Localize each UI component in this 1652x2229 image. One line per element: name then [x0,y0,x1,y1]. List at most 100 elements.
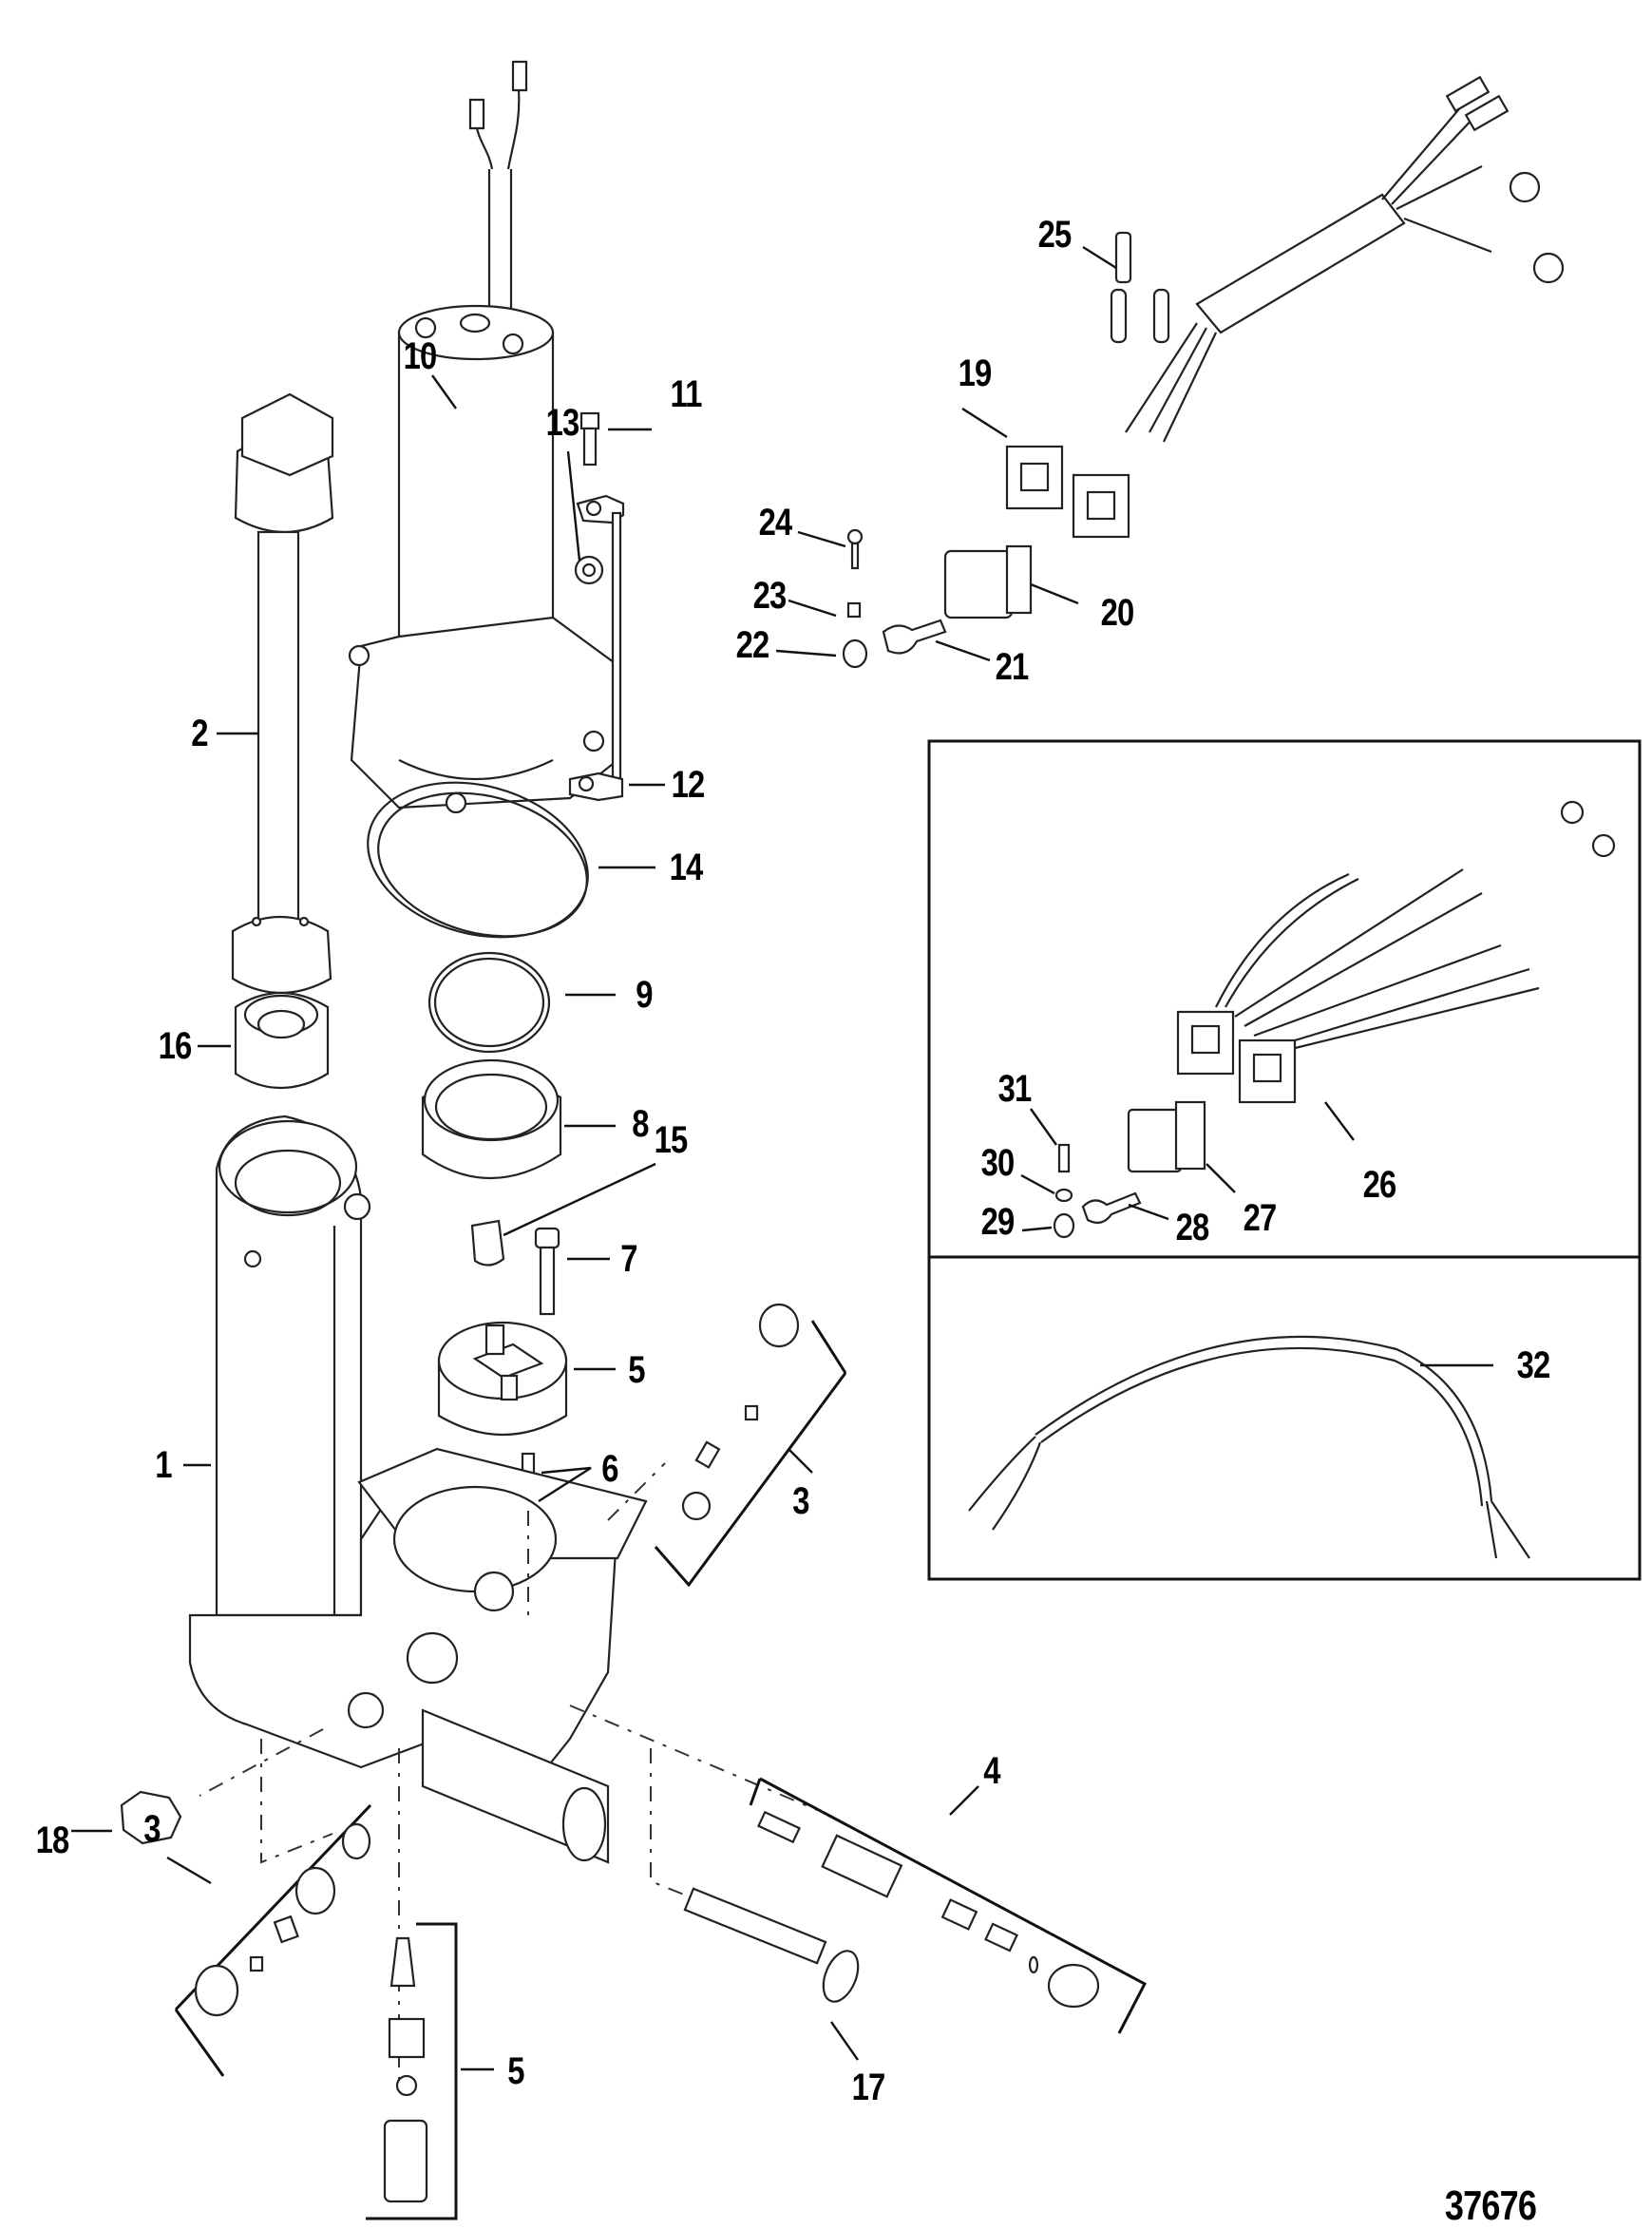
callout-11: 10 [400,337,441,375]
callout-30: 29 [978,1203,1018,1241]
leader-lines [71,245,1493,2071]
valve-kit-3-right [654,1303,847,1588]
callout-7-text: 6 [601,1448,618,1490]
callout-2: 2 [189,714,209,753]
grommet-24 [846,601,862,619]
callout-27: 26 [1359,1166,1400,1204]
ground-strap-13 [568,494,625,802]
callout-16-text: 15 [654,1119,689,1161]
callout-21-text: 20 [1100,592,1135,634]
callout-11-text: 10 [403,335,438,377]
callout-10: 9 [634,976,654,1014]
filter-9 [421,1058,562,1179]
callout-5-text: 5 [507,2050,524,2092]
callout-19: 18 [32,1821,73,1859]
callout-29: 28 [1172,1209,1213,1247]
screw-32 [1057,1143,1071,1173]
callout-26: 25 [1035,216,1075,254]
kit-box-top [927,739,1642,1259]
callout-14-text: 13 [545,402,580,444]
callout-3-right-text: 3 [792,1480,809,1522]
kit-box-bottom [927,1255,1642,1581]
screw-12 [579,411,600,467]
callout-20-text: 19 [958,352,993,394]
callout-27-text: 26 [1362,1164,1397,1206]
piston-rod [231,392,334,994]
callout-25-text: 24 [758,502,793,543]
callout-24-text: 23 [752,575,788,617]
piston-seal-17 [234,992,330,1089]
callout-33: 32 [1513,1346,1554,1384]
callout-28-text: 27 [1243,1197,1278,1239]
callout-15: 14 [666,848,707,886]
callout-14: 13 [542,404,583,442]
wire-harness-20 [1005,75,1565,539]
bracket-29 [1081,1191,1142,1225]
callout-32: 31 [995,1070,1035,1108]
valve-kit-5 [366,1922,458,2220]
callout-8-text: 7 [620,1238,637,1280]
callout-16: 15 [651,1121,692,1159]
wire-harness-27 [1176,800,1616,1104]
valve-kit-3-left [174,1803,372,2077]
callout-13: 12 [668,766,709,804]
callout-3-right: 3 [790,1482,810,1520]
pump-manifold [188,1447,648,1864]
callout-32-text: 31 [997,1068,1033,1110]
callout-9: 8 [630,1105,650,1143]
callout-3-left: 3 [142,1810,161,1848]
callout-9-text: 8 [632,1103,649,1145]
callout-24: 23 [750,577,790,615]
key-16 [470,1219,505,1267]
pump-6 [437,1321,568,1436]
wire-harness-33 [968,1335,1530,1559]
callout-6-text: 5 [628,1349,645,1391]
callout-22: 21 [992,648,1033,686]
callout-3-left-text: 3 [143,1808,161,1850]
trim-cylinder-1 [215,1114,371,1617]
callout-4: 4 [981,1752,1001,1790]
callout-5: 5 [505,2052,525,2090]
callout-28: 27 [1240,1199,1281,1237]
callout-23: 22 [732,626,773,664]
callout-12: 11 [667,375,705,413]
lockwasher-14 [574,555,604,585]
callout-17-text: 16 [158,1025,193,1067]
callout-13-text: 12 [671,764,706,806]
callout-17: 16 [155,1027,196,1065]
callout-23-text: 22 [735,624,770,666]
callout-33-text: 32 [1516,1344,1551,1386]
o-ring-10 [427,951,551,1054]
callout-12-text: 11 [670,373,702,415]
callout-10-text: 9 [636,974,653,1016]
callout-18: 17 [848,2068,889,2106]
nut-30 [1053,1212,1075,1239]
callout-1: 1 [153,1446,173,1484]
bracket-22 [882,619,947,655]
callout-22-text: 21 [995,646,1030,688]
callout-19-text: 18 [35,1819,70,1861]
figure-number-text: 37676 [1444,2182,1537,2229]
callout-25: 24 [755,504,796,542]
relay-21 [943,544,1033,619]
callout-8: 7 [618,1240,638,1278]
callout-7: 6 [599,1450,619,1488]
valve-kit-4 [749,1777,1148,2034]
callout-4-text: 4 [983,1750,1000,1792]
callout-29-text: 28 [1175,1207,1210,1248]
relay-28 [1127,1100,1206,1173]
figure-number: 37676 [1434,2185,1546,2227]
callout-20: 19 [955,354,996,392]
callout-31-text: 30 [980,1142,1016,1184]
plug-19 [120,1790,182,1845]
callout-18-text: 17 [851,2067,886,2108]
screw-25 [846,528,864,570]
grommet-31 [1054,1188,1073,1203]
callout-30-text: 29 [980,1201,1016,1243]
nut-23 [842,638,868,669]
manual-release-valve-18 [683,1887,860,2003]
callout-6: 5 [626,1351,646,1389]
callout-2-text: 2 [191,713,208,754]
callout-21: 20 [1097,594,1138,632]
